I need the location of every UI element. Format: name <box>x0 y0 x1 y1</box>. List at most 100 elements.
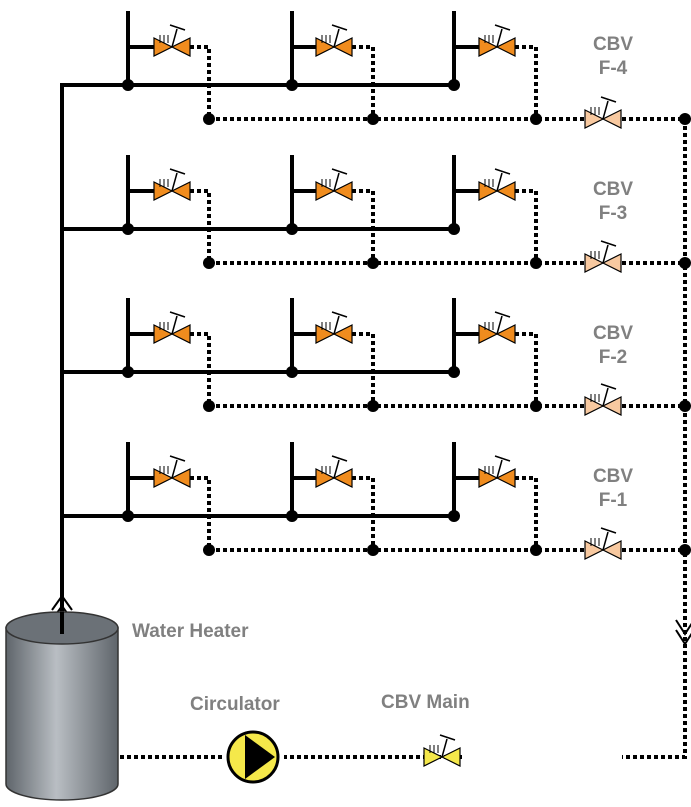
return-junction-f3-3 <box>530 257 542 269</box>
return-riser-junction-f3 <box>679 257 691 269</box>
water-heater-label: Water Heater <box>132 621 249 642</box>
valve-stem <box>333 28 340 48</box>
tank-shell <box>5 627 119 801</box>
floor-cbv-icon <box>584 383 622 416</box>
valve-body-left <box>584 109 605 129</box>
cbv-f2-label: CBV F-2 <box>573 322 653 370</box>
valve-body-left <box>153 324 174 344</box>
branch-return-f2-3 <box>515 332 538 406</box>
valve-body-left <box>315 468 336 488</box>
valve-body-right <box>601 396 622 416</box>
valve-handle <box>331 455 348 462</box>
cbv-f2-label-bottom: F-2 <box>598 347 628 368</box>
water-heater-tank <box>5 611 119 801</box>
valve-handle <box>600 383 617 390</box>
return-junction-f3-1 <box>203 257 215 269</box>
valve-stem <box>333 172 340 192</box>
branch-valve-icon <box>315 311 353 344</box>
return-riser-junction-f1 <box>679 544 691 556</box>
valve-body-left <box>478 324 499 344</box>
valve-stem <box>171 315 178 335</box>
branch-valve-icon <box>153 168 191 201</box>
branch-return-f2-2 <box>352 332 375 406</box>
valve-handle <box>331 168 348 175</box>
valve-body-left <box>478 37 499 57</box>
branch-valve-icon <box>478 168 516 201</box>
floor-cbv-icon <box>584 527 622 560</box>
supply-junction-f1-3 <box>448 510 460 522</box>
valve-body-right <box>495 37 516 57</box>
valve-stem <box>602 531 609 551</box>
cbv-main-label: CBV Main <box>381 692 470 713</box>
floor-cbv-icon <box>584 96 622 129</box>
valve-handle <box>439 734 456 741</box>
valve-body-left <box>478 468 499 488</box>
valve-handle <box>169 24 186 31</box>
branch-return-f1-1 <box>190 476 211 550</box>
circulator-pump-icon <box>226 730 280 784</box>
valve-body-right <box>495 468 516 488</box>
valve-body-right <box>601 109 622 129</box>
valve-body-left <box>423 747 444 767</box>
branch-return-f3-3 <box>515 189 538 263</box>
cbv-f3-label-top: CBV <box>592 179 634 200</box>
valve-stem <box>602 387 609 407</box>
branch-return-f1-2 <box>352 476 375 550</box>
branch-return-f4-1 <box>190 45 211 119</box>
valve-handle <box>494 24 511 31</box>
return-riser <box>622 119 687 759</box>
cbv-main-icon <box>423 734 461 767</box>
valve-stem <box>496 28 503 48</box>
valve-stem <box>496 172 503 192</box>
supply-junction-f4-3 <box>448 79 460 91</box>
return-junction-f2-3 <box>530 400 542 412</box>
supply-junction-f2-3 <box>448 366 460 378</box>
valve-body-left <box>478 181 499 201</box>
supply-junction-f1-2 <box>286 510 298 522</box>
branch-valve-icon <box>315 455 353 488</box>
valve-body-left <box>584 396 605 416</box>
supply-junction-f4-1 <box>122 79 134 91</box>
valve-stem <box>441 738 448 758</box>
supply-junction-f3-3 <box>448 223 460 235</box>
valve-body-left <box>153 37 174 57</box>
valve-body-right <box>332 324 353 344</box>
valve-handle <box>169 311 186 318</box>
valve-body-right <box>332 37 353 57</box>
branch-return-f4-2 <box>352 45 375 119</box>
valve-stem <box>171 172 178 192</box>
cbv-f3-label: CBV F-3 <box>573 178 653 226</box>
return-junction-f2-2 <box>367 400 379 412</box>
return-junction-f1-2 <box>367 544 379 556</box>
return-junction-f4-3 <box>530 113 542 125</box>
branch-return-f2-1 <box>190 332 211 406</box>
valve-body-left <box>153 181 174 201</box>
valve-handle <box>494 455 511 462</box>
supply-junction-f1-1 <box>122 510 134 522</box>
supply-junction-f4-2 <box>286 79 298 91</box>
valve-body-left <box>153 468 174 488</box>
supply-piping <box>60 11 479 635</box>
cbv-f4-label-top: CBV <box>592 34 634 55</box>
cbv-f4-label: CBV F-4 <box>573 33 653 81</box>
branch-valve-icon <box>315 24 353 57</box>
valve-body-right <box>495 181 516 201</box>
valve-handle <box>169 168 186 175</box>
valve-body-right <box>332 468 353 488</box>
valve-body-right <box>495 324 516 344</box>
valve-body-left <box>584 253 605 273</box>
branch-valve-icon <box>153 455 191 488</box>
branch-valve-icon <box>478 455 516 488</box>
valve-body-right <box>170 181 191 201</box>
valve-handle <box>331 24 348 31</box>
valve-body-right <box>170 468 191 488</box>
return-junction-f2-1 <box>203 400 215 412</box>
branch-valve-icon <box>478 311 516 344</box>
return-riser-junction-f2 <box>679 400 691 412</box>
valve-handle <box>494 168 511 175</box>
branch-return-f1-3 <box>515 476 538 550</box>
valve-body-right <box>332 181 353 201</box>
return-piping <box>104 45 687 759</box>
